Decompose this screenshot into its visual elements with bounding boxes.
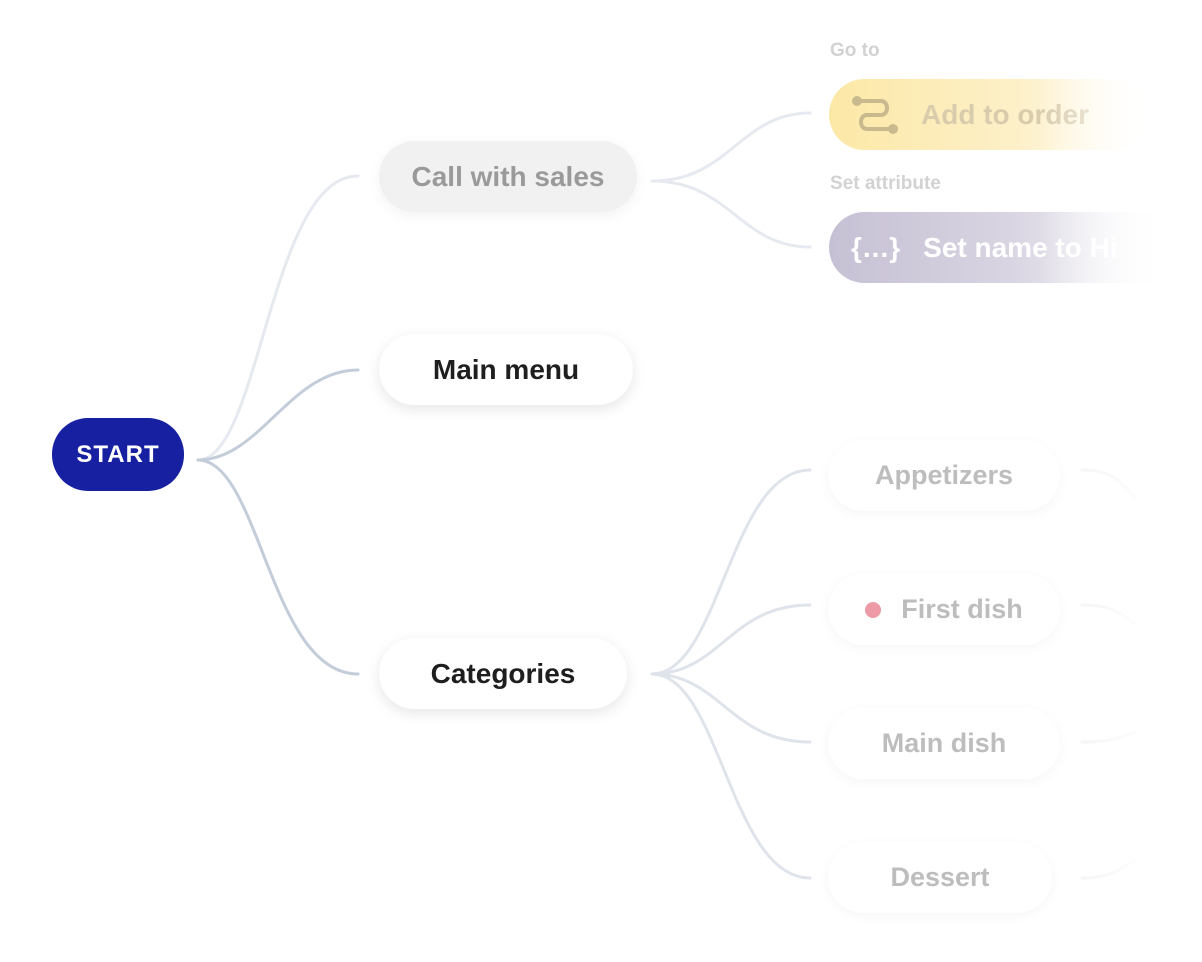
link-cat-main (650, 672, 812, 744)
start-node[interactable]: START (52, 418, 184, 491)
category-item-label: First dish (901, 594, 1023, 624)
link-call-goto (650, 111, 812, 183)
link-dessert-out (1080, 858, 1137, 880)
main-menu-node[interactable]: Main menu (379, 334, 633, 405)
goto-label: Add to order (921, 98, 1089, 130)
category-item[interactable]: Main dish (828, 708, 1060, 779)
route-icon (852, 95, 898, 134)
link-appetizers-out (1080, 468, 1137, 500)
category-item[interactable]: First dish (828, 574, 1060, 645)
set-attribute-action-node[interactable]: {...} Set name to Hi (829, 212, 1202, 283)
call-with-sales-label: Call with sales (411, 160, 605, 192)
goto-action-node[interactable]: Add to order (829, 79, 1149, 150)
call-with-sales-node[interactable]: Call with sales (379, 141, 637, 212)
category-item[interactable]: Appetizers (828, 440, 1060, 511)
braces-icon: {...} (851, 231, 902, 263)
link-cat-appetizers (650, 468, 812, 676)
link-call-setattr (650, 179, 812, 249)
link-cat-first (650, 603, 812, 676)
category-item-label: Main dish (881, 728, 1007, 758)
link-start-categories (196, 458, 360, 676)
set-attribute-caption: Set attribute (830, 173, 941, 194)
categories-node[interactable]: Categories (379, 638, 627, 709)
categories-label: Categories (430, 657, 576, 689)
main-menu-label: Main menu (432, 353, 580, 385)
set-attribute-label: Set name to Hi (923, 231, 1118, 263)
category-item[interactable]: Dessert (828, 842, 1052, 913)
link-start-menu (196, 368, 360, 462)
link-cat-dessert (650, 672, 812, 880)
link-main-out (1080, 730, 1137, 744)
goto-caption: Go to (830, 40, 880, 61)
link-start-call (196, 174, 360, 462)
link-first-out (1080, 603, 1137, 626)
category-item-label: Appetizers (874, 460, 1014, 490)
category-item-label: Dessert (890, 862, 990, 892)
status-dot-icon (865, 601, 882, 618)
